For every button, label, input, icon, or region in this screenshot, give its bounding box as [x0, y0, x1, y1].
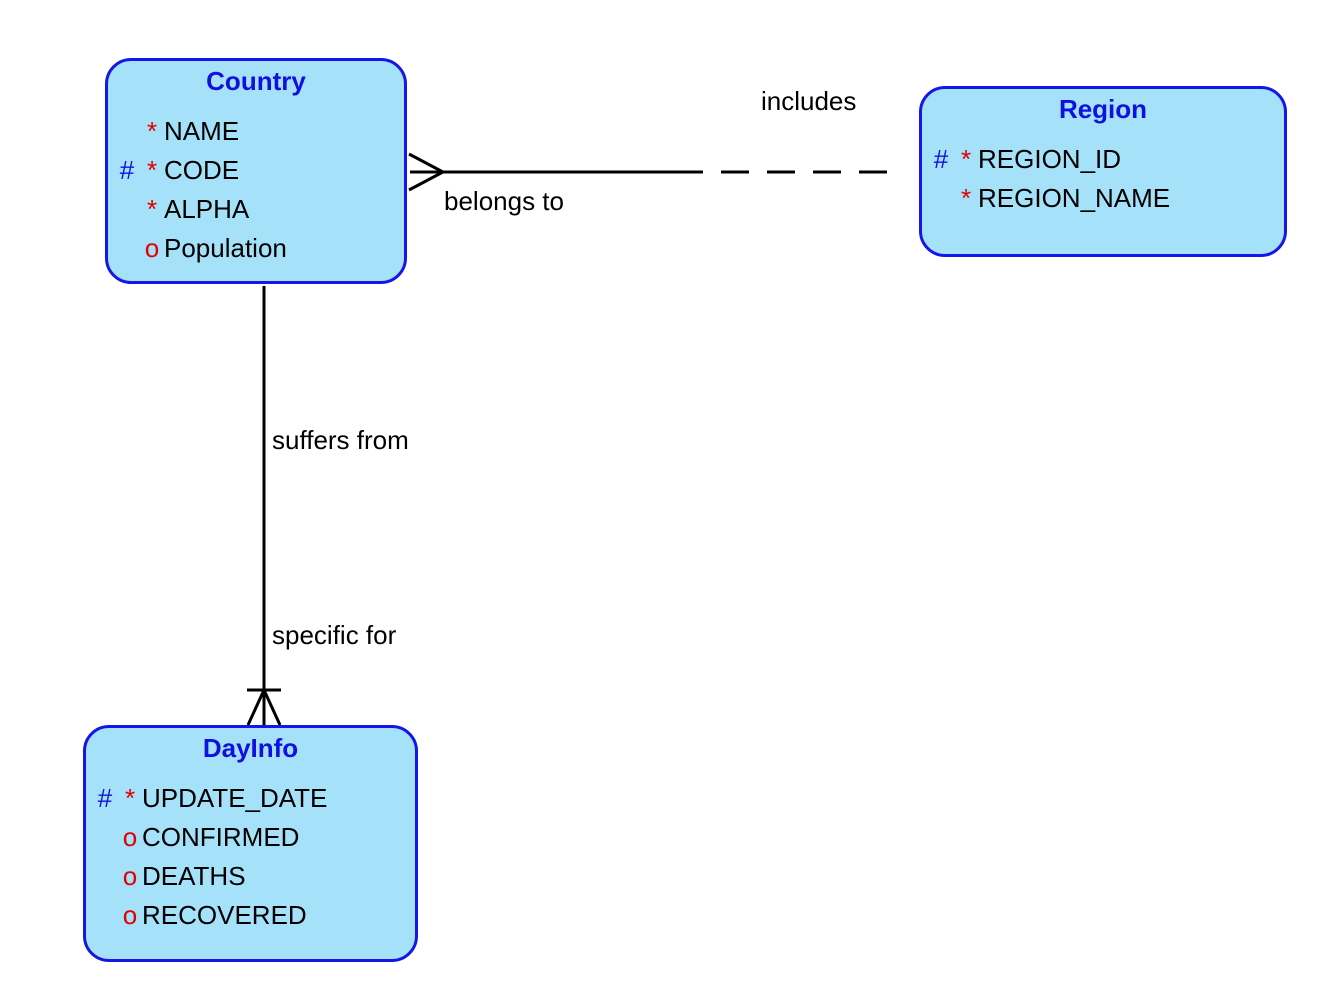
required-marker: * — [124, 783, 136, 813]
attribute-name: NAME — [164, 116, 240, 146]
entity-title-dayinfo: DayInfo — [202, 733, 299, 763]
attribute-name: CONFIRMED — [142, 822, 300, 852]
attribute-name: UPDATE_DATE — [142, 783, 328, 813]
attribute-name: RECOVERED — [142, 900, 307, 930]
crowfoot-many-country — [408, 152, 447, 192]
country-region-relationship[interactable] — [408, 152, 905, 192]
attribute-name: REGION_NAME — [978, 183, 1171, 213]
attribute-row-population: o Population — [108, 232, 398, 264]
attribute-name: DEATHS — [142, 861, 246, 891]
attribute-name: ALPHA — [164, 194, 250, 224]
required-marker: * — [146, 155, 158, 185]
entity-title-country: Country — [206, 66, 306, 96]
primary-key-marker: # — [119, 155, 135, 185]
entity-title-region: Region — [1058, 94, 1148, 124]
label-includes: includes — [761, 86, 857, 116]
label-suffers-from: suffers from — [272, 425, 409, 455]
attribute-name: Population — [164, 233, 287, 263]
required-marker: * — [146, 116, 158, 146]
entity-region[interactable]: Region # * REGION_ID * REGION_NAME — [919, 86, 1287, 257]
optional-marker: o — [122, 822, 138, 852]
attribute-name: REGION_ID — [978, 144, 1122, 174]
primary-key-marker: # — [933, 144, 949, 174]
entity-country[interactable]: Country * NAME # * CODE * ALPHA o Popula… — [105, 58, 407, 284]
attribute-row-confirmed: o CONFIRMED — [86, 821, 411, 853]
label-specific-for: specific for — [272, 620, 397, 650]
optional-marker: o — [144, 233, 160, 263]
primary-key-marker: # — [97, 783, 113, 813]
required-marker: * — [960, 144, 972, 174]
label-belongs-to: belongs to — [444, 186, 564, 216]
entity-dayinfo[interactable]: DayInfo # * UPDATE_DATE o CONFIRMED o DE… — [83, 725, 418, 962]
attribute-row-region-name: * REGION_NAME — [922, 182, 1282, 214]
attribute-row-update-date: # * UPDATE_DATE — [86, 782, 411, 814]
attribute-row-name: * NAME — [108, 115, 398, 147]
attribute-row-recovered: o RECOVERED — [86, 899, 411, 931]
country-dayinfo-relationship[interactable] — [246, 286, 282, 726]
crowfoot-many-dayinfo — [246, 686, 282, 726]
attribute-row-code: # * CODE — [108, 154, 398, 186]
attribute-row-deaths: o DEATHS — [86, 860, 411, 892]
required-marker: * — [960, 183, 972, 213]
attribute-name: CODE — [164, 155, 240, 185]
optional-marker: o — [122, 900, 138, 930]
optional-marker: o — [122, 861, 138, 891]
attribute-row-region-id: # * REGION_ID — [922, 143, 1282, 175]
required-marker: * — [146, 194, 158, 224]
attribute-row-alpha: * ALPHA — [108, 193, 398, 225]
